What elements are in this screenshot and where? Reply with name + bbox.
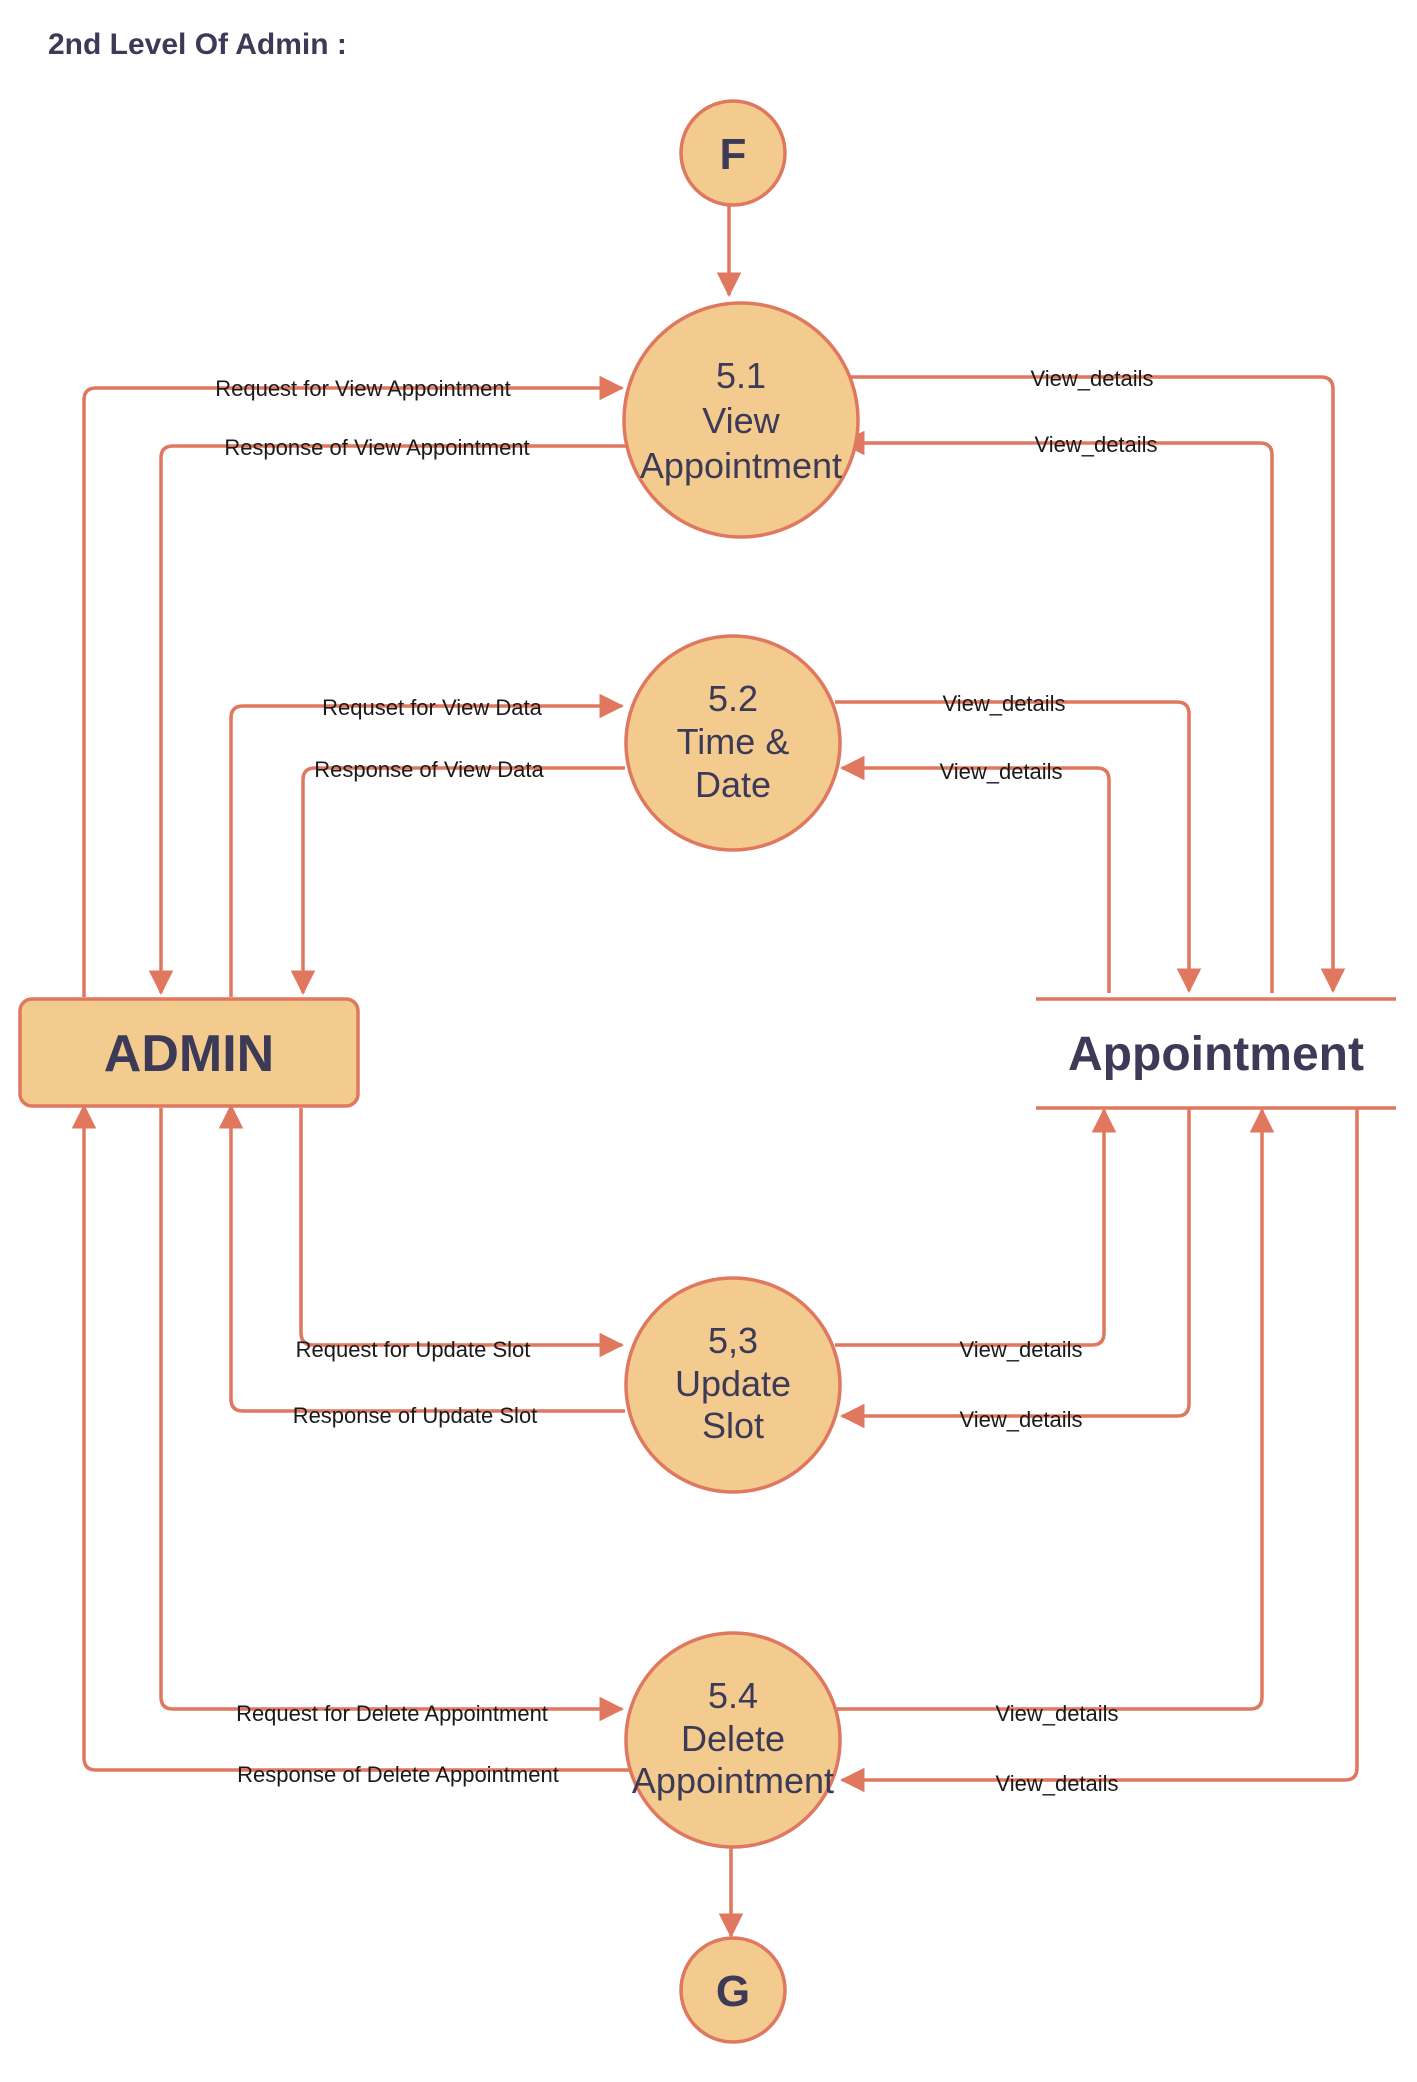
process-5-1-line-3: Appointment	[640, 445, 842, 486]
process-5-1-line-2: View	[702, 400, 780, 441]
connector-g-circle	[679, 1936, 787, 2044]
label-view-details-5-3-in: View_details	[959, 1407, 1082, 1432]
label-req-update-slot: Request for Update Slot	[296, 1337, 531, 1362]
process-5-2-line-2: Time &	[677, 721, 790, 762]
flow-req-update-slot	[299, 1108, 625, 1358]
datastore-appointment: Appointment	[1036, 997, 1396, 1110]
flow-lines	[71, 205, 1359, 1939]
entity-admin-box	[18, 997, 360, 1108]
flow-5-2-to-store	[835, 700, 1202, 994]
connector-f-label: F	[720, 130, 747, 179]
label-view-details-5-2-in: View_details	[939, 759, 1062, 784]
process-5-3-line-2: Update	[675, 1363, 791, 1404]
label-req-view-appointment: Request for View Appointment	[215, 376, 511, 401]
connector-f: F	[679, 99, 787, 207]
process-5-3: 5,3 Update Slot	[624, 1276, 842, 1494]
label-resp-view-appointment: Response of View Appointment	[224, 435, 529, 460]
process-5-3-circle	[624, 1276, 842, 1494]
label-req-view-data: Requset for View Data	[322, 695, 542, 720]
label-resp-update-slot: Response of Update Slot	[293, 1403, 538, 1428]
process-5-4-circle	[624, 1631, 842, 1849]
process-5-4-line-3: Appointment	[632, 1760, 834, 1801]
process-5-3-line-3: Slot	[702, 1405, 764, 1446]
label-view-details-5-1-out: View_details	[1030, 366, 1153, 391]
flow-store-to-5-1	[839, 430, 1274, 993]
label-view-details-5-4-out: View_details	[995, 1701, 1118, 1726]
connector-f-circle	[679, 99, 787, 207]
label-resp-view-data: Response of View Data	[314, 757, 544, 782]
flow-resp-view-data	[290, 766, 625, 996]
process-5-4: 5.4 Delete Appointment	[624, 1631, 842, 1849]
flow-resp-delete-appointment	[71, 1103, 633, 1772]
process-5-1-number: 5.1	[716, 355, 766, 396]
process-5-1-circle	[622, 301, 860, 539]
flow-5-3-to-store	[835, 1107, 1117, 1347]
label-req-delete-appointment: Request for Delete Appointment	[236, 1701, 548, 1726]
process-5-3-number: 5,3	[708, 1320, 758, 1361]
label-view-details-5-1-in: View_details	[1034, 432, 1157, 457]
flow-labels: Request for View Appointment Response of…	[215, 366, 1157, 1796]
flow-store-to-5-2	[839, 755, 1111, 993]
flow-store-to-5-4	[839, 1108, 1359, 1793]
label-view-details-5-4-in: View_details	[995, 1771, 1118, 1796]
datastore-label: Appointment	[1068, 1028, 1364, 1081]
process-5-4-line-2: Delete	[681, 1718, 785, 1759]
flow-req-view-appointment	[82, 375, 625, 997]
flow-5-4-to-store	[837, 1107, 1275, 1711]
connector-g: G	[679, 1936, 787, 2044]
flow-req-view-data	[229, 693, 625, 997]
entity-admin: ADMIN	[18, 997, 360, 1108]
connector-g-label: G	[716, 1967, 750, 2016]
label-view-details-5-2-out: View_details	[942, 691, 1065, 716]
process-5-2-line-3: Date	[695, 764, 771, 805]
datastore-background	[1036, 999, 1396, 1108]
label-view-details-5-3-out: View_details	[959, 1337, 1082, 1362]
flow-5-1-to-store	[838, 375, 1346, 994]
process-5-2-number: 5.2	[708, 678, 758, 719]
flow-resp-update-slot	[218, 1103, 625, 1413]
process-5-2-circle	[624, 634, 842, 852]
process-5-2: 5.2 Time & Date	[624, 634, 842, 852]
entity-admin-label: ADMIN	[104, 1025, 274, 1083]
flow-store-to-5-3	[839, 1108, 1191, 1429]
label-resp-delete-appointment: Response of Delete Appointment	[237, 1762, 559, 1787]
flow-req-delete-appointment	[159, 1108, 625, 1722]
page-title: 2nd Level Of Admin :	[48, 28, 347, 61]
flow-resp-view-appointment	[148, 444, 628, 996]
process-5-1: 5.1 View Appointment	[622, 301, 860, 539]
process-5-4-number: 5.4	[708, 1675, 758, 1716]
